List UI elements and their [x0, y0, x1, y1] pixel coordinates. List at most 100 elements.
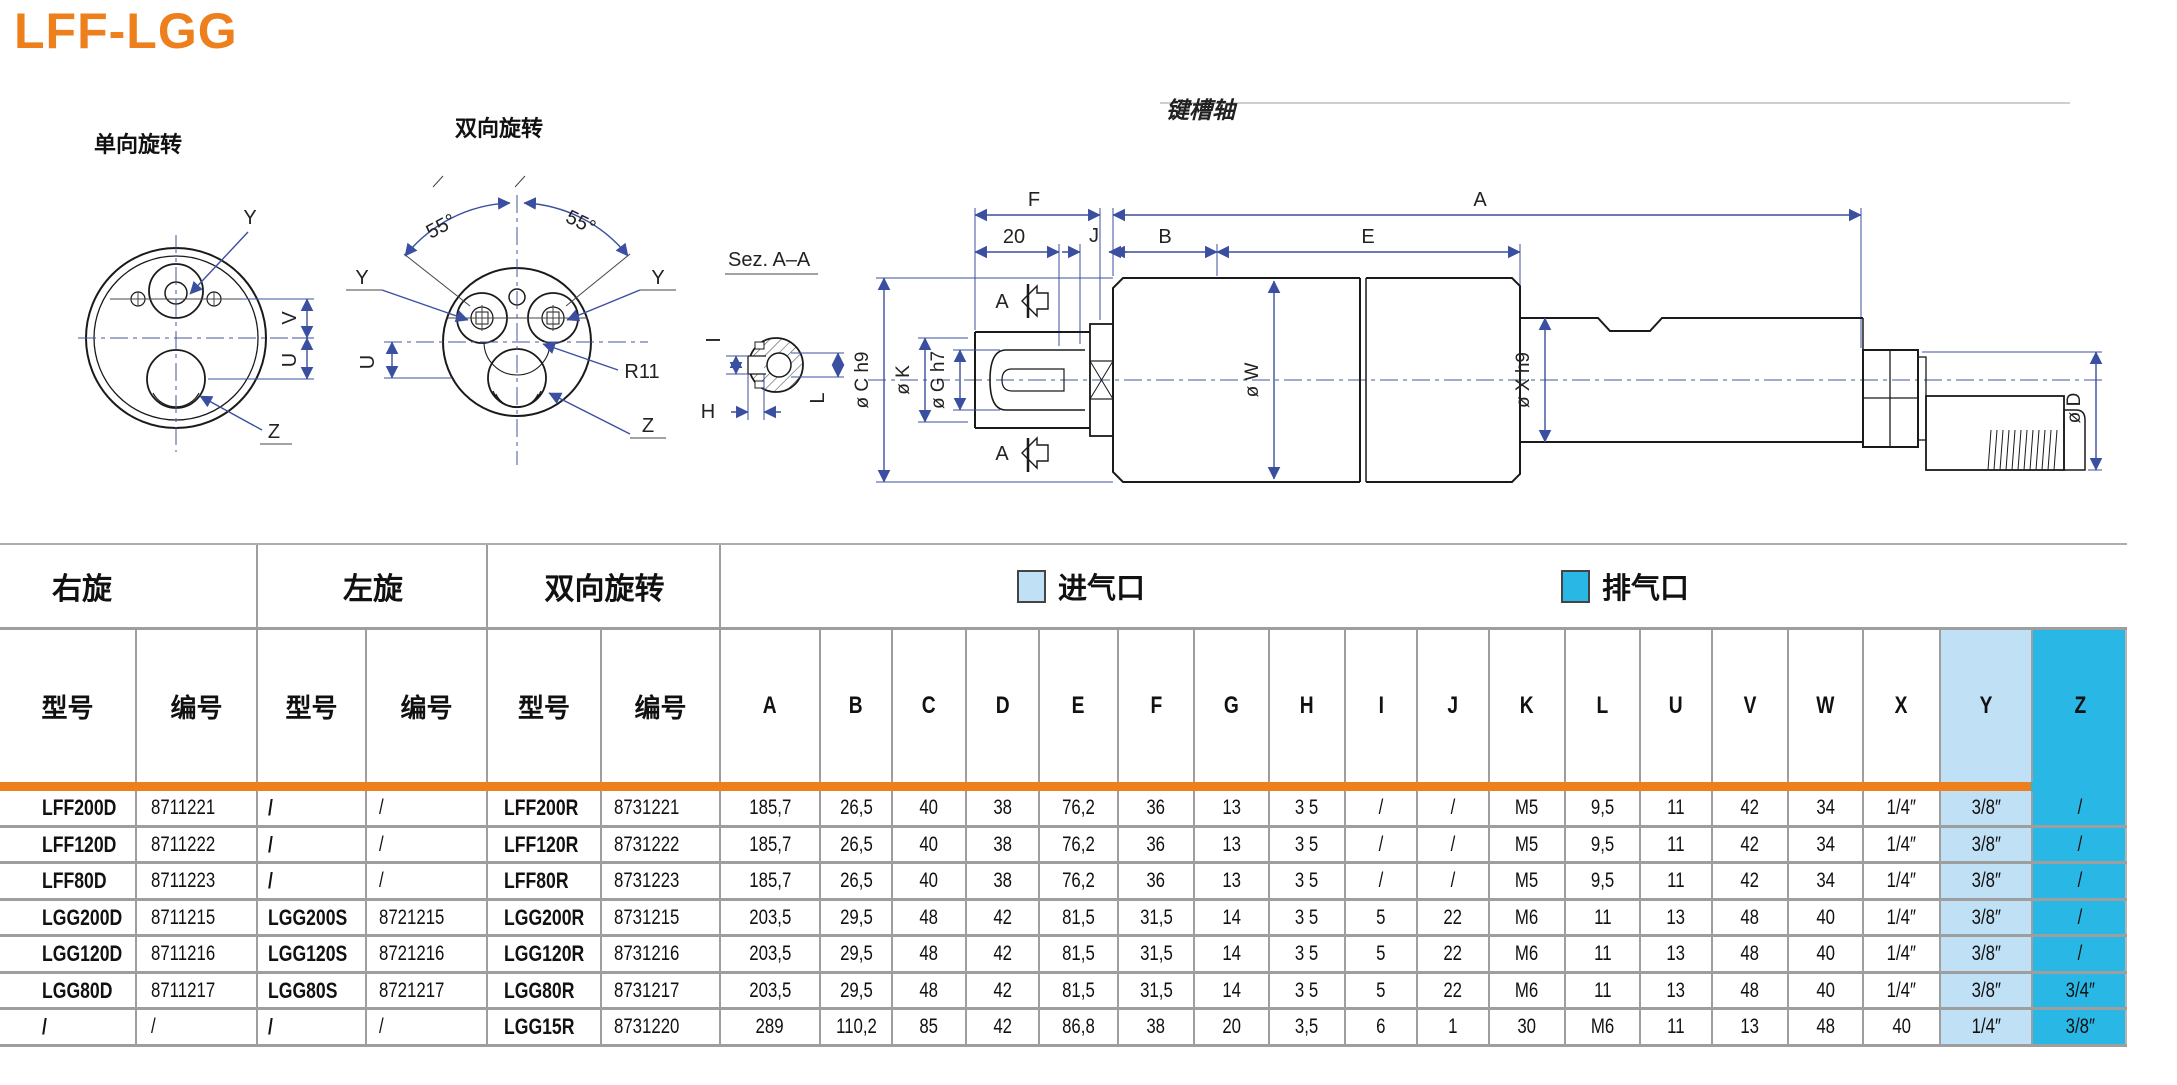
table-cell: / [256, 1010, 365, 1044]
cell-value: 29,5 [839, 978, 873, 1002]
table-cell: 3 5 [1268, 864, 1344, 898]
cell-value: 3 5 [1295, 942, 1319, 965]
cell-value: 8731222 [614, 832, 680, 856]
column-header-label: U [1669, 692, 1683, 719]
table-cell: LGG120R [486, 937, 600, 971]
table-cell: 3 5 [1268, 937, 1344, 971]
cell-value: LGG200R [504, 904, 585, 930]
column-header: E [1038, 630, 1117, 782]
cell-value: / [379, 869, 384, 892]
column-header: H [1268, 630, 1344, 782]
cell-value: / [268, 795, 273, 820]
table-cell: 36 [1117, 828, 1193, 861]
table-cell: 48 [1711, 974, 1787, 1007]
cell-value: 3 5 [1295, 905, 1319, 929]
cell-value: 3/8″ [1971, 869, 2001, 892]
table-cell: LGG80D [0, 974, 135, 1007]
table-cell: 8731222 [600, 828, 719, 861]
table-cell: / [0, 1010, 135, 1044]
cell-value: 40 [919, 796, 939, 819]
side-dia-x: ø X h9 [1513, 352, 1534, 408]
cell-value: 42 [993, 905, 1012, 929]
table-cell: 9,5 [1564, 864, 1639, 898]
cell-value: 1 [1448, 1015, 1458, 1038]
table-cell: LFF120D [0, 828, 135, 861]
table-cell: 81,5 [1038, 937, 1117, 971]
table-cell: 40 [1787, 974, 1862, 1007]
column-header: Z [2031, 630, 2127, 782]
inlet-column-background [1939, 630, 2031, 1047]
column-header-label: I [1378, 692, 1384, 719]
muffler-serrations [1987, 429, 2058, 471]
column-header: Y [1939, 630, 2031, 782]
cell-value: 26,5 [839, 796, 873, 819]
table-cell: / [1416, 828, 1488, 861]
cell-value: 38 [993, 796, 1012, 819]
side-dim-20: 20 [1003, 226, 1025, 248]
table-cell: 8731215 [600, 901, 719, 934]
cell-value: 36 [1146, 869, 1166, 892]
side-dia-g: ø G h7 [928, 351, 949, 409]
cell-value: 42 [993, 942, 1012, 965]
table-cell: / [2031, 791, 2127, 825]
table-cell: 1/4″ [1862, 791, 1939, 825]
cell-value: LFF200D [42, 795, 117, 820]
cell-value: 48 [919, 905, 939, 929]
table-cell: 48 [891, 974, 965, 1007]
table-cell: 76,2 [1038, 828, 1117, 861]
group-label: 双向旋转 [544, 573, 665, 606]
cell-value: / [268, 1014, 273, 1039]
table-cell: 8721217 [365, 974, 486, 1007]
table-cell: 3,5 [1268, 1010, 1344, 1044]
cell-value: 185,7 [748, 796, 792, 819]
table-cell: LGG80S [256, 974, 365, 1007]
cell-value: 81,5 [1062, 905, 1095, 929]
cell-value: / [2077, 832, 2083, 856]
cell-value: 289 [755, 1015, 785, 1038]
cell-value: 81,5 [1062, 978, 1095, 1002]
table-cell: M6 [1564, 1010, 1639, 1044]
single-label-y: Y [243, 207, 256, 229]
column-header-label: X [1895, 692, 1908, 719]
cell-value: 203,5 [748, 905, 792, 929]
cell-value: 3,5 [1295, 1015, 1319, 1038]
cell-value: 38 [993, 832, 1012, 856]
column-header: A [719, 630, 819, 782]
cell-value: 3 5 [1295, 978, 1319, 1002]
outlet-label: 排气口 [1602, 573, 1690, 605]
group-bidirectional-rotation: 双向旋转 [486, 545, 721, 627]
cell-value: 11 [1593, 905, 1612, 929]
table-cell: 9,5 [1564, 791, 1639, 825]
table-cell: 13 [1193, 864, 1268, 898]
cell-value: 6 [1376, 1015, 1386, 1038]
table-cell: 1/4″ [1862, 937, 1939, 971]
table-cell: 13 [1711, 1010, 1787, 1044]
table-cell: LFF120R [486, 828, 600, 861]
side-title: 键槽轴 [1166, 97, 1238, 123]
double-label-y-left: Y [355, 267, 368, 289]
cell-value: 40 [1816, 905, 1835, 929]
table-cell: 38 [965, 791, 1038, 825]
column-header-label: F [1150, 692, 1162, 719]
cell-value: M6 [1515, 905, 1539, 929]
table-cell: / [1344, 791, 1416, 825]
cell-value: 48 [1740, 905, 1760, 929]
cell-value: 3/8″ [1971, 942, 2001, 965]
table-cell: LFF200D [0, 791, 135, 825]
table-cell: 6 [1344, 1010, 1416, 1044]
table-cell: 5 [1344, 901, 1416, 934]
cell-value: 31,5 [1139, 942, 1173, 965]
table-cell: / [256, 828, 365, 861]
table-cell: 8731223 [600, 864, 719, 898]
cell-value: / [379, 832, 384, 856]
column-header-label: C [922, 692, 936, 719]
table-cell: 8711222 [135, 828, 256, 861]
table-cell: 203,5 [719, 937, 819, 971]
table-cell: / [1416, 864, 1488, 898]
cell-value: 13 [1740, 1015, 1760, 1038]
cell-value: LFF80R [504, 868, 569, 893]
cell-value: / [2077, 869, 2083, 892]
table-cell: 14 [1193, 901, 1268, 934]
